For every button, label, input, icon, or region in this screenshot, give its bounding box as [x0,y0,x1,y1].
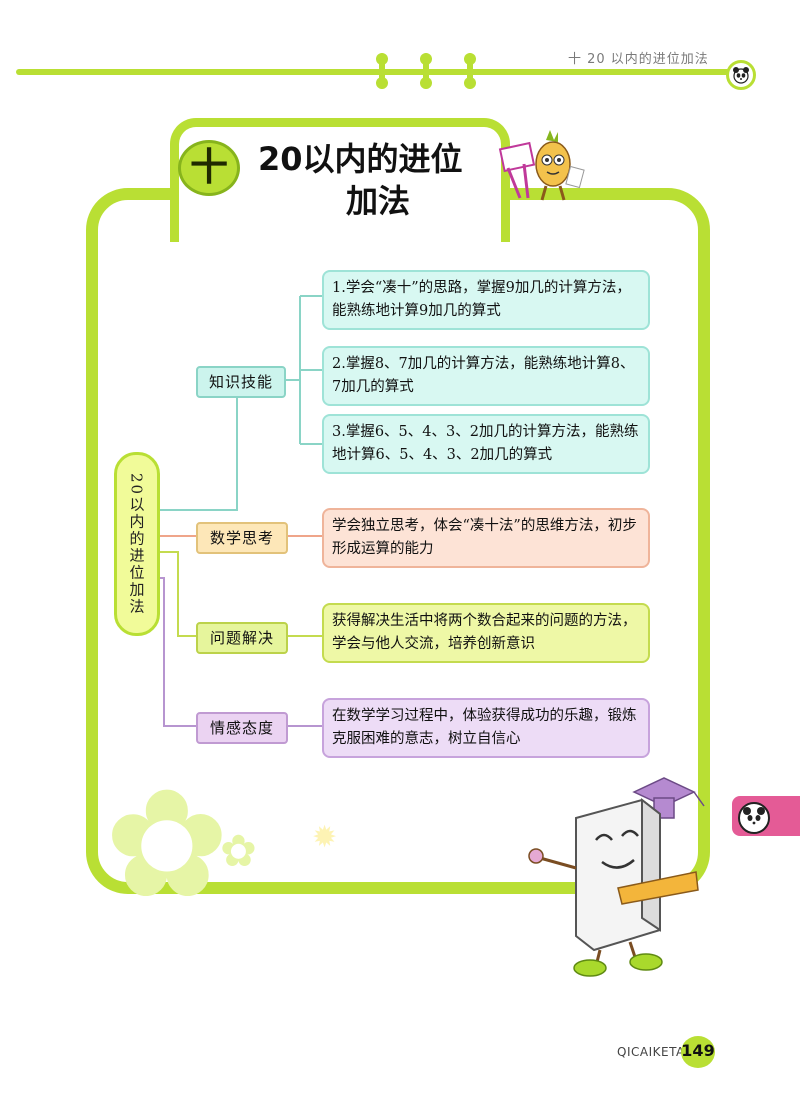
objective-box: 在数学学习过程中，体验获得成功的乐趣，锻炼克服困难的意志，树立自信心 [322,698,650,758]
mindmap-root: 20以内的进位加法 [114,452,160,636]
panda-icon [726,60,756,90]
book-mascot-icon [518,770,718,984]
objective-box: 3.掌握6、5、4、3、2加几的计算方法，能熟练地计算6、5、4、3、2加几的算… [322,414,650,474]
page-title-line2: 加法 [346,182,411,220]
binder-pin [464,53,476,89]
objective-box: 学会独立思考，体会“凑十法”的思维方法，初步形成运算的能力 [322,508,650,568]
category-knowledge-skills: 知识技能 [196,366,286,398]
category-problem-solving: 问题解决 [196,622,288,654]
objective-box: 1.学会“凑十”的思路，掌握9加几的计算方法，能熟练地计算9加几的算式 [322,270,650,330]
running-head: 十 20 以内的进位加法 [568,52,709,67]
mindmap-root-label: 20以内的进位加法 [127,472,146,616]
category-math-thinking: 数学思考 [196,522,288,554]
flower-decoration: ✿ [104,758,230,932]
pineapple-mascot-icon [498,128,588,212]
chapter-badge: 十 [178,140,240,196]
page-number: 149 [681,1041,715,1060]
sun-decoration: ✹ [312,820,338,855]
flower-decoration: ✿ [220,826,257,877]
panda-icon [738,802,770,834]
page-title: 20以内的进位 [258,140,463,178]
category-attitude: 情感态度 [196,712,288,744]
objective-box: 获得解决生活中将两个数合起来的问题的方法，学会与他人交流，培养创新意识 [322,603,650,663]
header-rule [16,69,738,75]
page-number-badge [681,1036,715,1068]
binder-pin [376,53,388,89]
binder-pin [420,53,432,89]
objective-box: 2.掌握8、7加几的计算方法，能熟练地计算8、7加几的算式 [322,346,650,406]
